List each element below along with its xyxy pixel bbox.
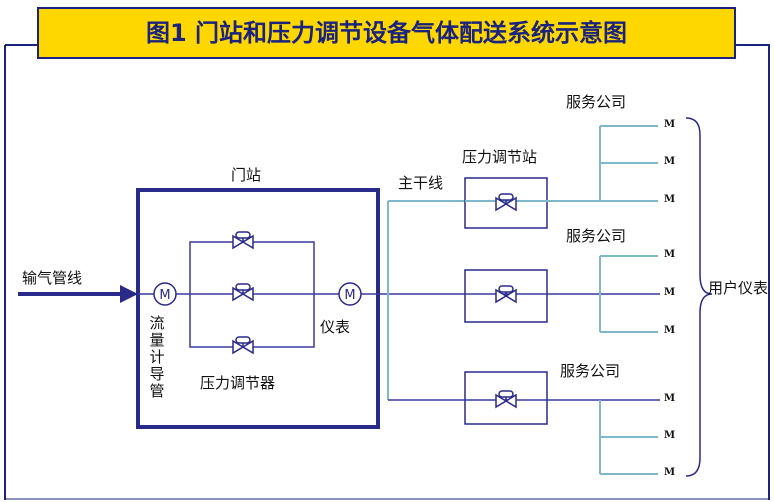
gate-station-label: 门站 <box>231 166 262 184</box>
regulator-valve-icon-middle <box>232 283 254 302</box>
regulator-valve-icon-bottom <box>232 336 254 355</box>
pressure-regulator-label: 压力调节器 <box>200 374 276 392</box>
user-meter-symbol: M <box>664 430 676 441</box>
inlet-arrow-head <box>120 285 138 303</box>
diagram-title: 图1 门站和压力调节设备气体配送系统示意图 <box>145 19 628 47</box>
station-valve-icon-top <box>495 193 517 212</box>
main-line-label: 主干线 <box>398 174 444 192</box>
flow-meter-icon <box>153 282 177 306</box>
flow-meter-symbol: M <box>159 288 170 303</box>
user-meter-symbol: M <box>664 393 676 404</box>
title-banner <box>37 7 736 59</box>
user-meter-symbol: M <box>664 249 676 260</box>
station-valve-icon-bottom <box>495 390 517 409</box>
user-meter-symbol: M <box>664 325 676 336</box>
outer-frame <box>4 44 770 500</box>
flow-meter-tube-label: 流量计导管 <box>149 314 165 400</box>
user-meter-symbol: M <box>664 119 676 130</box>
outlet-meter-icon <box>338 282 362 306</box>
meter-label: 仪表 <box>320 318 351 336</box>
regulator-valve-icon-top <box>232 231 254 250</box>
station-valve-icon-middle <box>495 285 517 304</box>
service-company-label-3: 服务公司 <box>560 362 621 380</box>
gate-station-box <box>136 188 380 429</box>
user-meters-brace <box>685 117 713 477</box>
outlet-meter-symbol: M <box>344 288 355 303</box>
user-meter-symbol: M <box>664 194 676 205</box>
service-company-label-1: 服务公司 <box>566 93 627 111</box>
user-meter-symbol: M <box>664 287 676 298</box>
user-meters-label: 用户仪表 <box>708 279 769 297</box>
service-company-label-2: 服务公司 <box>566 227 627 245</box>
inlet-pipeline-label: 输气管线 <box>22 269 83 287</box>
user-meter-symbol: M <box>664 467 676 478</box>
user-meter-symbol: M <box>664 156 676 167</box>
pressure-regulating-station-label: 压力调节站 <box>462 148 538 166</box>
